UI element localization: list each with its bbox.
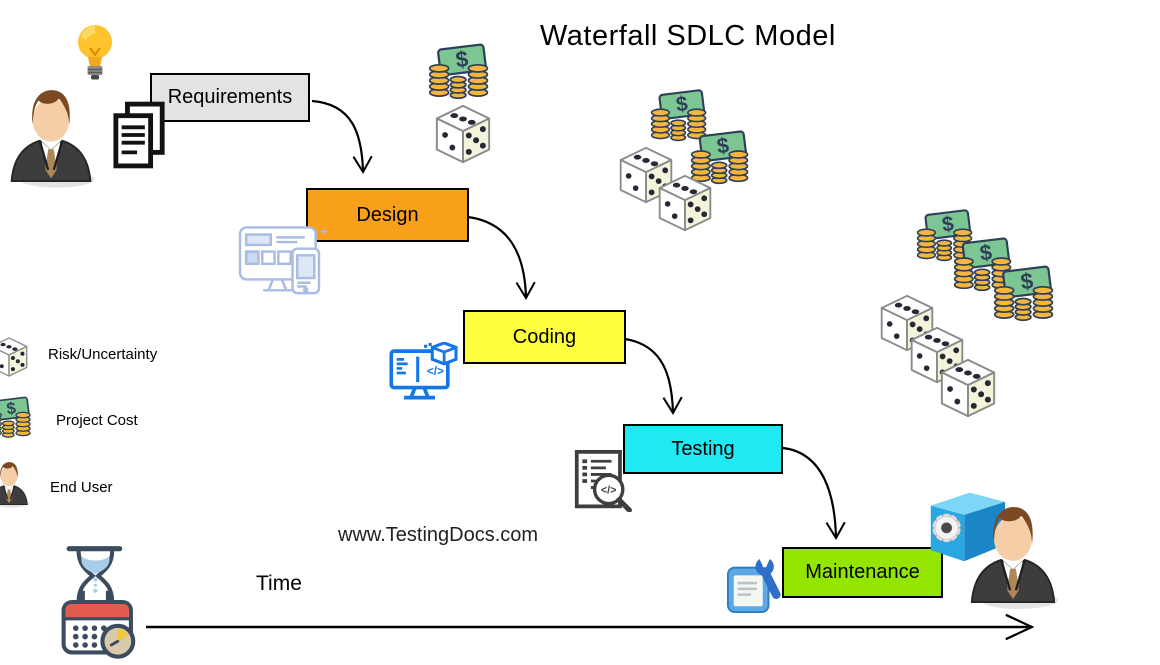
money-icon [0, 395, 32, 439]
dice-icon [937, 357, 999, 419]
dice-icon [432, 103, 494, 165]
money-icon [993, 264, 1055, 322]
code-review-icon [574, 450, 634, 512]
end-user-icon [6, 84, 96, 190]
arrow-design-to-coding [467, 215, 526, 298]
hourglass-calendar-icon [58, 543, 144, 661]
legend-cost-label: Project Cost [56, 412, 138, 429]
arrow-coding-to-testing [624, 337, 673, 413]
phase-testing: Testing [623, 424, 783, 474]
documents-icon [112, 100, 168, 170]
phase-requirements: Requirements [150, 73, 310, 122]
code-monitor-icon [388, 342, 462, 404]
end-user-icon [0, 460, 30, 508]
page-title: Waterfall SDLC Model [540, 20, 836, 52]
phase-coding: Coding [463, 310, 626, 364]
phase-maintenance: Maintenance [782, 547, 943, 598]
dice-icon [0, 336, 30, 378]
time-axis-label: Time [256, 572, 302, 595]
dice-icon [655, 173, 715, 233]
wireframe-devices-icon [237, 226, 331, 296]
money-icon [428, 42, 490, 100]
watermark-text: www.TestingDocs.com [338, 524, 539, 546]
phase-design: Design [306, 188, 469, 242]
wrench-document-icon [726, 556, 784, 614]
legend-risk-label: Risk/Uncertainty [48, 346, 158, 363]
legend-user-label: End User [50, 479, 113, 496]
arrow-requirements-to-design [311, 99, 363, 172]
lightbulb-icon [72, 22, 118, 82]
end-user-icon [966, 500, 1060, 612]
arrow-testing-to-maintenance [782, 446, 836, 538]
